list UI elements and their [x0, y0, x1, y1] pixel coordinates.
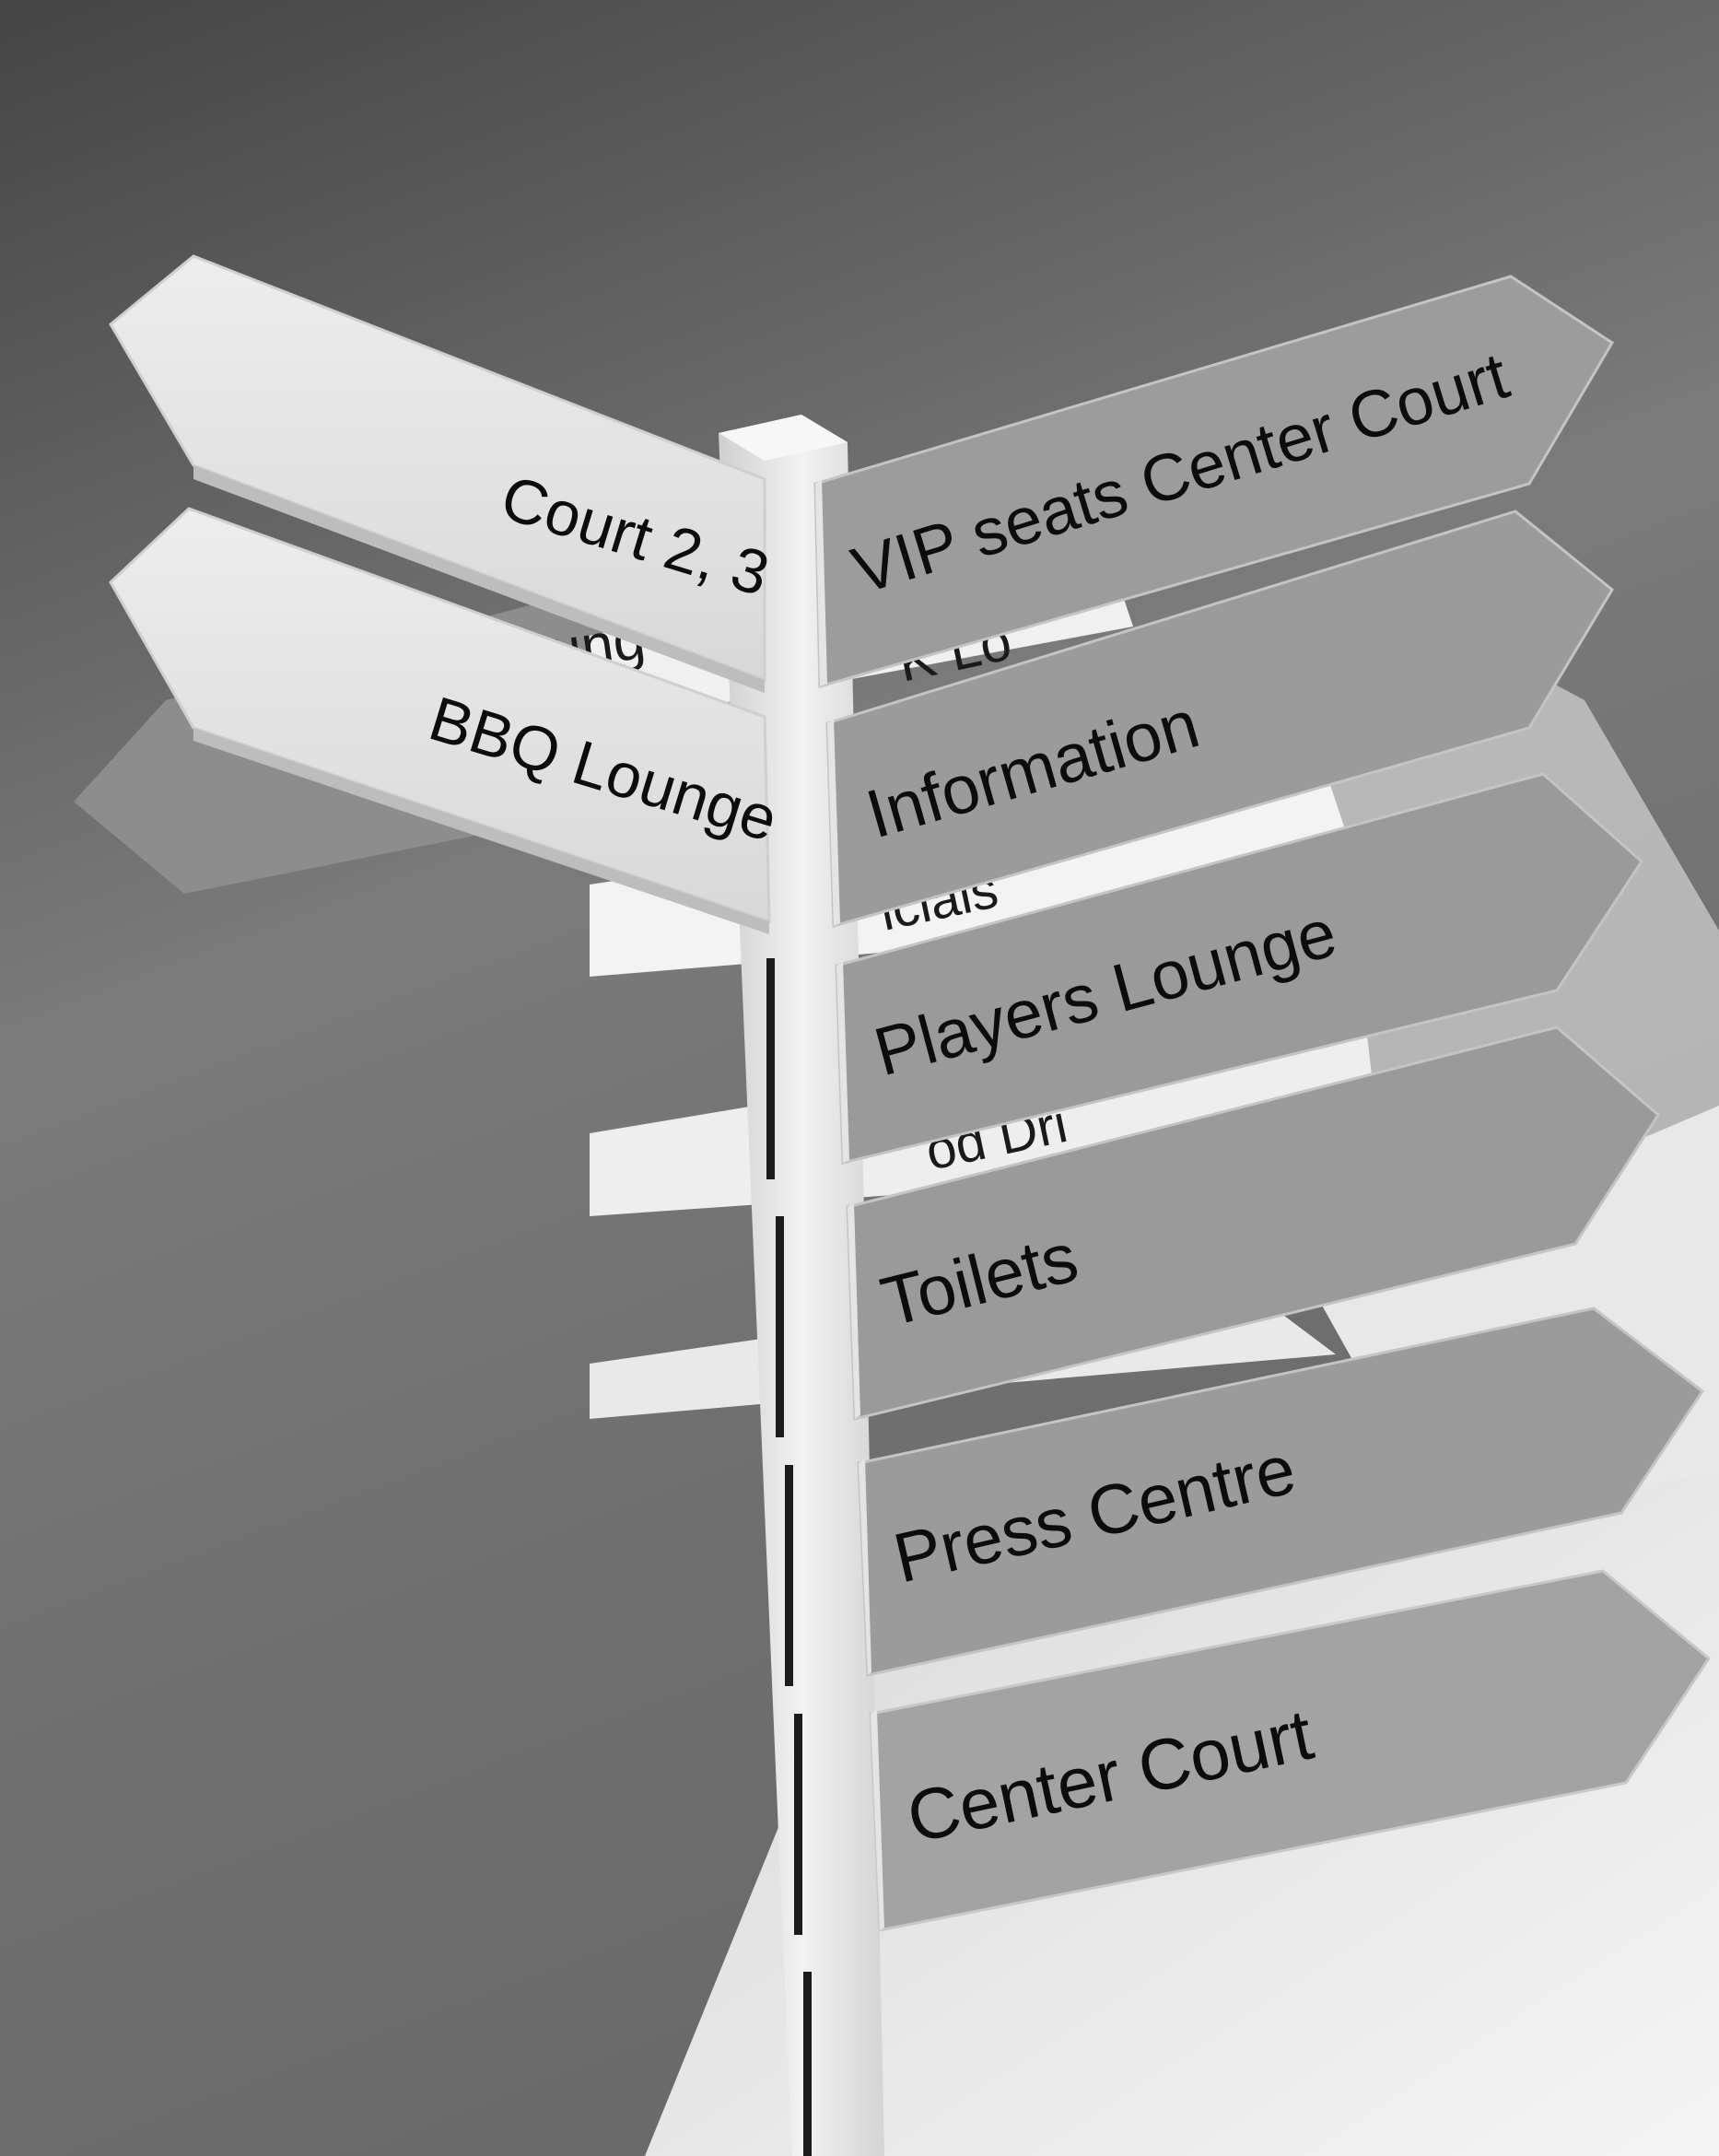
sign-right-toilets: Toilets	[846, 1025, 1660, 1421]
sign-left-bbq-lounge: BBQ Lounge	[109, 507, 785, 934]
sign-right-press-centre: Press Centre	[857, 1306, 1705, 1677]
sign-right-information: Information	[825, 510, 1614, 928]
sign-left-court-2-3: Court 2, 3	[109, 254, 777, 693]
sign-right-center-court: Center Court	[869, 1569, 1711, 1932]
